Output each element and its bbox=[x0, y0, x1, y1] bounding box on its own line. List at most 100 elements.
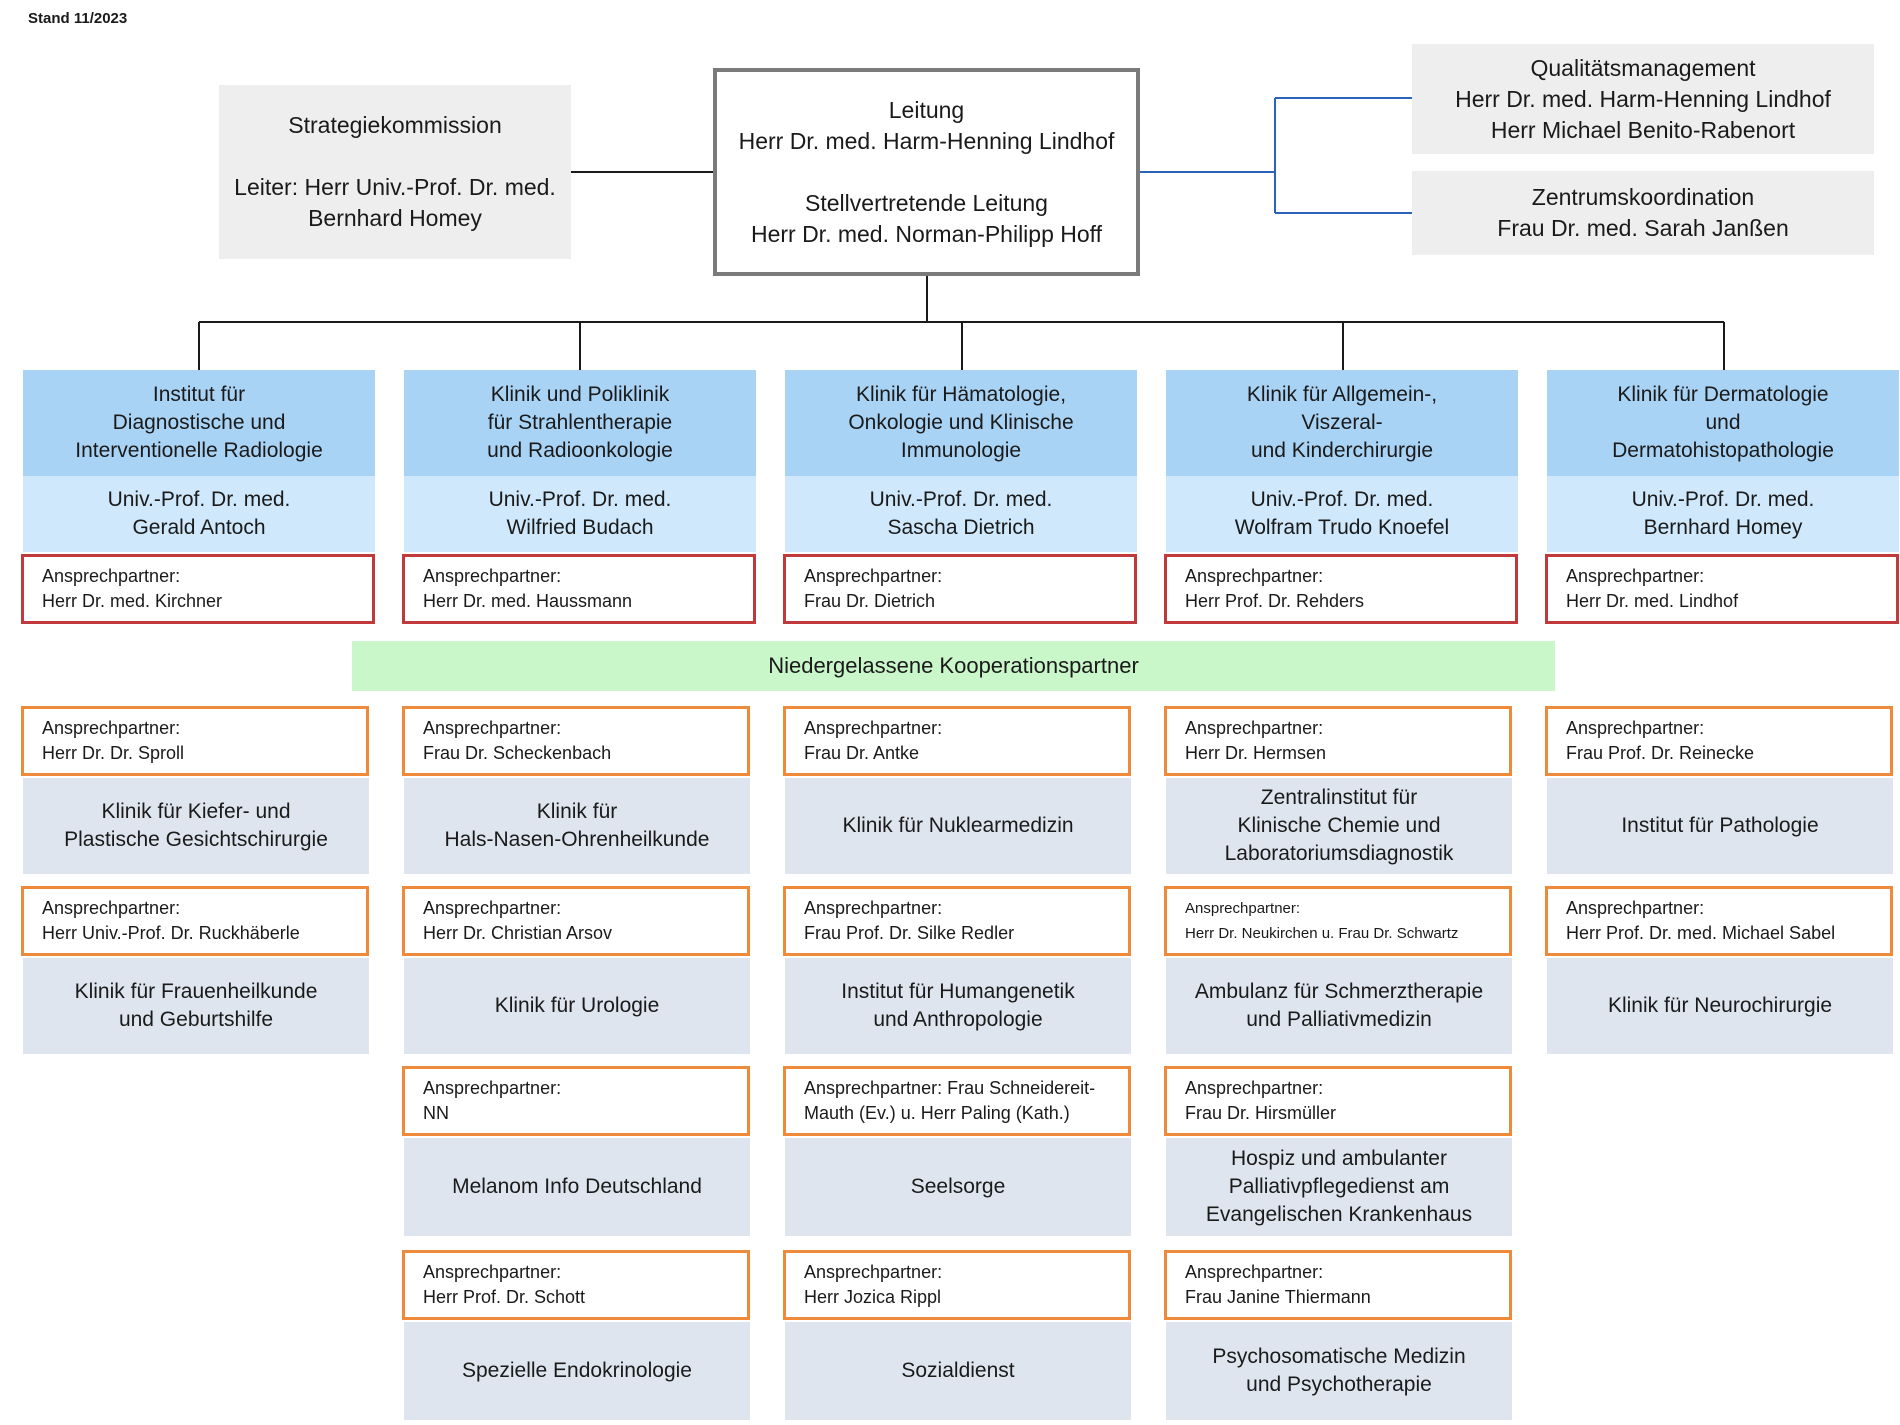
contact-label: Ansprechpartner: bbox=[804, 718, 943, 738]
contact-name: Herr Dr. Dr. Sproll bbox=[42, 743, 185, 763]
contact-label: Ansprechpartner: bbox=[423, 898, 562, 918]
contact-label: Ansprechpartner: bbox=[42, 566, 181, 586]
partner-name-block: Spezielle Endokrinologie bbox=[404, 1322, 750, 1420]
contact-name: Herr Prof. Dr. med. Michael Sabel bbox=[1566, 923, 1836, 943]
clinic-contact: Ansprechpartner: Herr Dr. med. Haussmann bbox=[402, 554, 756, 624]
contact-label: Ansprechpartner: bbox=[1185, 900, 1301, 917]
contact-name: Herr Univ.-Prof. Dr. Ruckhäberle bbox=[42, 923, 300, 943]
contact-name: Herr Prof. Dr. Rehders bbox=[1185, 591, 1365, 611]
partner-name-block: Melanom Info Deutschland bbox=[404, 1138, 750, 1236]
clinic-header-line: Klinik und Poliklinik bbox=[490, 383, 670, 406]
clinic-contact: Ansprechpartner:Herr Dr. med. Lindhof bbox=[1545, 554, 1899, 624]
contact-label: Ansprechpartner: bbox=[804, 1262, 943, 1282]
partner-contact: Ansprechpartner: Herr Jozica Rippl bbox=[783, 1250, 1131, 1320]
clinic-director: Univ.-Prof. Dr. med.Gerald Antoch bbox=[23, 476, 375, 552]
contact-label: Ansprechpartner: bbox=[42, 898, 181, 918]
partner-contact: Ansprechpartner: Herr Prof. Dr. med. Mich… bbox=[1545, 886, 1893, 956]
strategie-title: Strategiekommission bbox=[288, 112, 502, 138]
partner-name-line: Klinische Chemie und bbox=[1237, 814, 1441, 837]
clinic-director-line: Sascha Dietrich bbox=[887, 516, 1035, 539]
strategiekommission-box: Strategiekommission Leiter: Herr Univ.-P… bbox=[219, 85, 571, 259]
partner-contact: Ansprechpartner: Herr Univ.-Prof. Dr. Ruc… bbox=[21, 886, 369, 956]
partner-contact: Ansprechpartner: Herr Dr. Dr. Sproll bbox=[21, 706, 369, 776]
contact-label: Ansprechpartner: bbox=[804, 898, 943, 918]
contact-name: Frau Dr. Dietrich bbox=[804, 591, 936, 611]
partner-name-line: Zentralinstitut für bbox=[1260, 786, 1418, 809]
clinic-header-line: und Kinderchirurgie bbox=[1250, 439, 1434, 462]
partner-name-line: Klinik für Kiefer- und bbox=[101, 800, 291, 823]
partner-contact: Ansprechpartner:NN bbox=[402, 1066, 750, 1136]
contact-name: Herr Dr. Hermsen bbox=[1185, 743, 1327, 763]
clinic-header: Klinik für Hämatologie,Onkologie und Kli… bbox=[785, 370, 1137, 476]
partner-contact: Ansprechpartner:Herr Dr. Hermsen bbox=[1164, 706, 1512, 776]
partner-contact: Ansprechpartner:Frau Dr. Hirsmüller bbox=[1164, 1066, 1512, 1136]
clinic-header: Klinik für Allgemein-,Viszeral-und Kinde… bbox=[1166, 370, 1518, 476]
contact-label: Ansprechpartner: bbox=[1566, 898, 1705, 918]
clinic-contact: Ansprechpartner:Herr Dr. med. Kirchner bbox=[21, 554, 375, 624]
clinic-header-line: Institut für bbox=[152, 383, 246, 406]
partner-name-line: Klinik für bbox=[536, 800, 618, 823]
contact-name: Frau Janine Thiermann bbox=[1185, 1287, 1371, 1307]
clinic-contact: Ansprechpartner: Frau Dr. Dietrich bbox=[783, 554, 1137, 624]
zentrumskoordination-box: Zentrumskoordination Frau Dr. med. Sarah… bbox=[1412, 171, 1874, 255]
clinic-header-line: Onkologie und Klinische bbox=[848, 411, 1074, 434]
deputy-name: Herr Dr. med. Norman-Philipp Hoff bbox=[750, 220, 1103, 247]
partner-name-line: Klinik für Neurochirurgie bbox=[1607, 994, 1833, 1017]
contact-label: Ansprechpartner: bbox=[1566, 566, 1705, 586]
clinic-director-line: Univ.-Prof. Dr. med. bbox=[107, 488, 291, 511]
clinic-header-line: Interventionelle Radiologie bbox=[75, 439, 323, 462]
clinic-director-line: Bernhard Homey bbox=[1643, 516, 1803, 539]
contact-label: Ansprechpartner: bbox=[804, 566, 943, 586]
partner-name-line: Klinik für Frauenheilkunde bbox=[74, 980, 318, 1003]
partner-name-line: Institut für Pathologie bbox=[1621, 814, 1819, 837]
partner-name-line: Sozialdienst bbox=[901, 1359, 1015, 1382]
leitung-name: Herr Dr. med. Harm-Henning Lindhof bbox=[738, 127, 1115, 154]
contact-label: Ansprechpartner: bbox=[1185, 566, 1324, 586]
partner-name-line: und Anthropologie bbox=[873, 1008, 1043, 1031]
clinic-header-line: für Strahlentherapie bbox=[487, 411, 673, 434]
clinic-header-line: Viszeral- bbox=[1301, 411, 1383, 434]
zk-title: Zentrumskoordination bbox=[1531, 184, 1755, 210]
clinic-header-line: und bbox=[1705, 411, 1741, 434]
partner-contact: Ansprechpartner: Frau Schneidereit-Mauth… bbox=[783, 1066, 1131, 1136]
partner-name-block: Seelsorge bbox=[785, 1138, 1131, 1236]
contact-label: Ansprechpartner: bbox=[423, 1262, 562, 1282]
partner-contact: Ansprechpartner: Frau Dr. Antke bbox=[783, 706, 1131, 776]
contact-name: Herr Dr. med. Haussmann bbox=[423, 591, 633, 611]
contact-name: Frau Dr. Scheckenbach bbox=[423, 743, 612, 763]
contact-name: Herr Dr. Neukirchen u. Frau Dr. Schwartz bbox=[1185, 925, 1459, 942]
partner-name-line: Plastische Gesichtschirurgie bbox=[64, 828, 328, 851]
qualitaetsmanagement-box: Qualitätsmanagement Herr Dr. med. Harm-H… bbox=[1412, 44, 1874, 154]
contact-name: Herr Jozica Rippl bbox=[804, 1287, 942, 1307]
partner-name-line: Laboratoriumsdiagnostik bbox=[1224, 842, 1454, 865]
partner-name-line: und Palliativmedizin bbox=[1246, 1008, 1432, 1031]
partner-name-line: Palliativpflegedienst am bbox=[1228, 1175, 1450, 1198]
contact-label: Ansprechpartner: Frau Schneidereit- bbox=[804, 1078, 1096, 1098]
deputy-title: Stellvertretende Leitung bbox=[805, 189, 1048, 216]
partner-contact: Ansprechpartner: Herr Dr. Neukirchen u. F… bbox=[1164, 886, 1512, 956]
partner-name-line: und Psychotherapie bbox=[1246, 1373, 1432, 1396]
partner-name-block: Klinik für Urologie bbox=[404, 958, 750, 1054]
contact-name: Frau Dr. Antke bbox=[804, 743, 920, 763]
partner-name-line: Hospiz und ambulanter bbox=[1231, 1147, 1447, 1170]
partner-name-block: Institut für Pathologie bbox=[1547, 778, 1893, 874]
partner-name-line: Evangelischen Krankenhaus bbox=[1205, 1203, 1473, 1226]
clinic-director: Univ.-Prof. Dr. med.Bernhard Homey bbox=[1547, 476, 1899, 552]
clinic-director-line: Univ.-Prof. Dr. med. bbox=[1250, 488, 1434, 511]
contact-name: Frau Prof. Dr. Reinecke bbox=[1566, 743, 1755, 763]
clinic-header-line: Dermatohistopathologie bbox=[1612, 439, 1834, 462]
contact-label: Ansprechpartner: bbox=[423, 566, 562, 586]
partner-name-block: Klinik für Neurochirurgie bbox=[1547, 958, 1893, 1054]
clinic-director-line: Wolfram Trudo Knoefel bbox=[1234, 516, 1450, 539]
clinic-header: Klinik und Poliklinik für Strahlentherapi… bbox=[404, 370, 756, 476]
clinic-header-line: Diagnostische und bbox=[112, 411, 286, 434]
partner-name-block: Sozialdienst bbox=[785, 1322, 1131, 1420]
contact-label: Ansprechpartner: bbox=[42, 718, 181, 738]
contact-label: Ansprechpartner: bbox=[1185, 1078, 1324, 1098]
